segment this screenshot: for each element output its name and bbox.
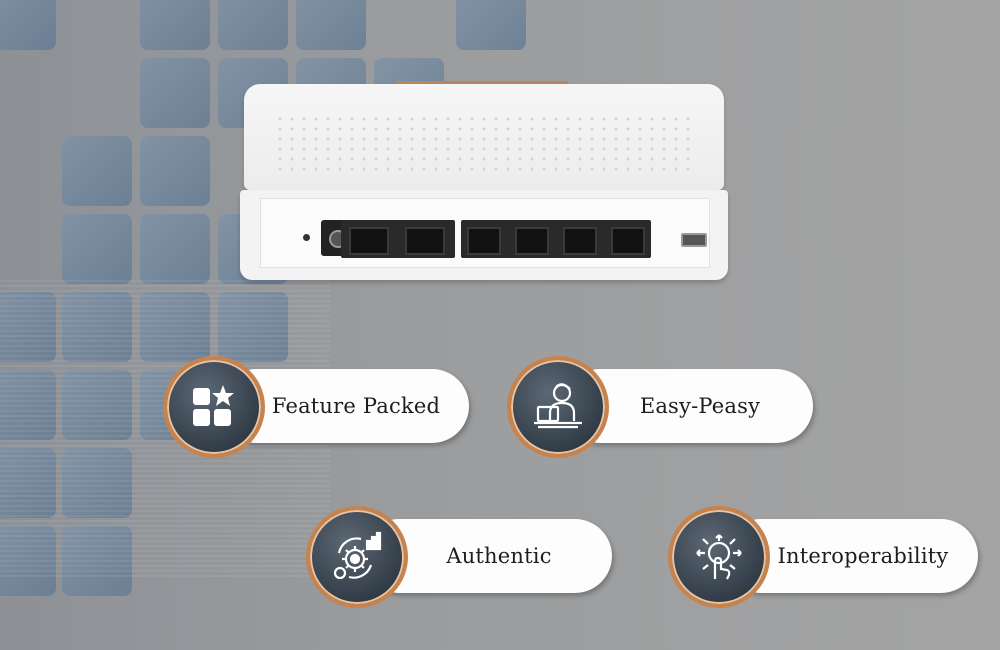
router-vents — [274, 114, 694, 174]
hand-network-icon — [668, 506, 770, 608]
feature-label: Feature Packed — [271, 394, 441, 418]
router-top — [244, 84, 724, 190]
ethernet-port-group — [341, 220, 455, 258]
phone-port-group — [461, 220, 651, 258]
feature-badge-interoperability: Interoperability — [668, 506, 978, 608]
feature-badge-authentic: Authentic — [306, 506, 612, 608]
feature-label: Interoperability — [777, 544, 949, 568]
gear-chart-icon — [306, 506, 408, 608]
reset-hole — [303, 234, 310, 241]
feature-label: Authentic — [446, 544, 552, 568]
console-port — [681, 233, 707, 247]
person-laptop-icon — [507, 356, 609, 458]
apps-star-icon — [163, 356, 265, 458]
router-image — [238, 81, 730, 280]
feature-badge-easy-peasy: Easy-Peasy — [507, 356, 813, 458]
feature-label: Easy-Peasy — [639, 394, 761, 418]
feature-badge-feature-packed: Feature Packed — [163, 356, 469, 458]
router-front-panel — [240, 190, 728, 280]
